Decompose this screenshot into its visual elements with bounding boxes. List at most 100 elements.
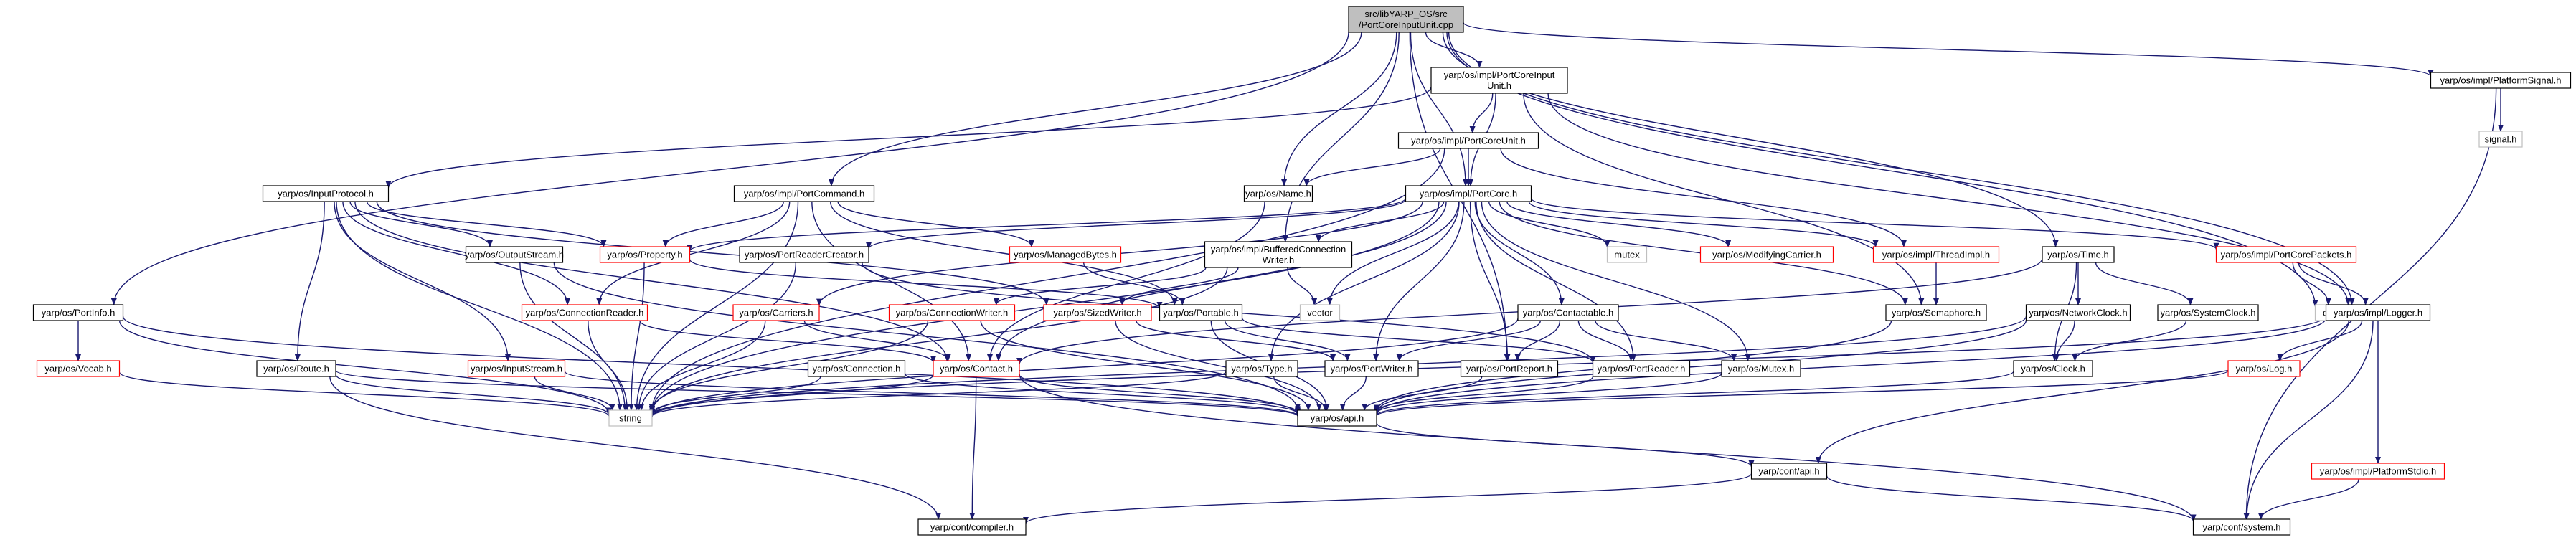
edge-pcmd-to-property [662, 201, 784, 247]
edge-pcin-to-logger [1547, 93, 2351, 305]
node-box-connection [807, 360, 906, 377]
node-box-api [1297, 409, 1377, 427]
node-box-clock [2013, 360, 2093, 377]
node-pcpackets[interactable]: yarp/os/impl/PortCorePackets.h [2215, 246, 2357, 263]
node-box-confapi [1750, 463, 1828, 480]
node-box-contact [933, 360, 1020, 377]
node-inproto[interactable]: yarp/os/InputProtocol.h [262, 185, 390, 202]
edge-inproto-to-contact [354, 201, 950, 361]
node-portable[interactable]: yarp/os/Portable.h [1159, 304, 1243, 321]
node-label-contact: yarp/os/Contact.h [940, 364, 1013, 374]
node-name[interactable]: yarp/os/Name.h [1243, 185, 1313, 202]
edge-connwriter-to-api [980, 320, 1311, 411]
node-contactable[interactable]: yarp/os/Contactable.h [1517, 304, 1619, 321]
edge-inproto-to-route [294, 201, 325, 361]
edge-root-to-name [1281, 32, 1397, 186]
node-logger[interactable]: yarp/os/impl/Logger.h [2325, 304, 2431, 321]
edge-logger-to-confapi [1815, 320, 2349, 464]
edge-confapi-to-system [1826, 475, 2197, 522]
node-vocab[interactable]: yarp/os/Vocab.h [36, 360, 121, 377]
edge-instream-to-string [534, 376, 615, 411]
edge-contactable-to-string [649, 318, 1519, 417]
edge-inproto-to-sizedwriter [376, 201, 1049, 305]
edge-pcore-to-mutexh [1481, 201, 1751, 361]
node-label-connection: yarp/os/Connection.h [813, 364, 901, 374]
node-label-threadimpl: yarp/os/impl/ThreadImpl.h [1882, 250, 1990, 260]
node-modcarrier[interactable]: yarp/os/ModifyingCarrier.h [1699, 246, 1834, 263]
node-box-connreader [521, 304, 648, 321]
edge-connreader-to-contact [639, 320, 936, 364]
node-portreport[interactable]: yarp/os/PortReport.h [1460, 360, 1559, 377]
node-label-property: yarp/os/Property.h [607, 250, 682, 260]
node-log[interactable]: yarp/os/Log.h [2227, 360, 2301, 377]
edge-pcunit-to-string [649, 148, 1445, 412]
node-vector: vector [1299, 304, 1341, 321]
node-box-sysclock [2157, 304, 2259, 321]
edge-pcore-to-portwriter [1373, 201, 1465, 361]
node-type[interactable]: yarp/os/Type.h [1225, 360, 1298, 377]
node-prc[interactable]: yarp/os/PortReaderCreator.h [739, 246, 869, 263]
node-connection[interactable]: yarp/os/Connection.h [807, 360, 906, 377]
node-box-instream [467, 360, 566, 377]
nodes-layer: src/libYARP_OS/src/PortCoreInputUnit.cpp… [32, 6, 2572, 536]
node-carriers[interactable]: yarp/os/Carriers.h [732, 304, 820, 321]
node-box-portreport [1460, 360, 1559, 377]
node-label-pcunit: yarp/os/impl/PortCoreUnit.h [1411, 136, 1526, 146]
node-threadimpl[interactable]: yarp/os/impl/ThreadImpl.h [1872, 246, 2000, 263]
edge-root-to-pcore [1410, 32, 1469, 186]
edge-pcore-to-bcw [1316, 201, 1445, 242]
node-label-string: string [619, 413, 642, 424]
node-label-route: yarp/os/Route.h [263, 364, 329, 374]
node-pcunit[interactable]: yarp/os/impl/PortCoreUnit.h [1397, 132, 1539, 149]
node-portwriter[interactable]: yarp/os/PortWriter.h [1324, 360, 1419, 377]
node-root[interactable]: src/libYARP_OS/src/PortCoreInputUnit.cpp [1348, 6, 1464, 33]
node-sizedwriter[interactable]: yarp/os/SizedWriter.h [1043, 304, 1152, 321]
node-box-connwriter [888, 304, 1016, 321]
node-label-root-line2: /PortCoreInputUnit.cpp [1359, 19, 1453, 30]
edge-bcw-to-sizedwriter [1119, 267, 1239, 305]
node-portinfo[interactable]: yarp/os/PortInfo.h [32, 304, 124, 321]
node-api[interactable]: yarp/os/api.h [1297, 409, 1377, 427]
node-semaphore[interactable]: yarp/os/Semaphore.h [1885, 304, 1987, 321]
node-connreader[interactable]: yarp/os/ConnectionReader.h [521, 304, 648, 321]
node-system[interactable]: yarp/conf/system.h [2192, 518, 2291, 536]
node-mutexh[interactable]: yarp/os/Mutex.h [1721, 360, 1801, 377]
edge-bcw-to-connwriter [993, 267, 1207, 305]
node-label-outstream: yarp/os/OutputStream.h [465, 250, 564, 260]
edge-pcore-to-portreport [1469, 201, 1511, 361]
edge-logger-to-system [2244, 320, 2374, 520]
node-connwriter[interactable]: yarp/os/ConnectionWriter.h [888, 304, 1016, 321]
node-pstdio[interactable]: yarp/os/impl/PlatformStdio.h [2311, 463, 2445, 480]
node-label-inproto: yarp/os/InputProtocol.h [278, 189, 374, 199]
node-time[interactable]: yarp/os/Time.h [2042, 246, 2115, 263]
node-psig[interactable]: yarp/os/impl/PlatformSignal.h [2430, 72, 2572, 89]
node-label-pstdio: yarp/os/impl/PlatformStdio.h [2320, 466, 2437, 477]
node-box-carriers [732, 304, 820, 321]
node-pcore[interactable]: yarp/os/impl/PortCore.h [1405, 185, 1532, 202]
node-box-portreader [1592, 360, 1691, 377]
node-pcmd[interactable]: yarp/os/impl/PortCommand.h [733, 185, 875, 202]
node-contact[interactable]: yarp/os/Contact.h [933, 360, 1020, 377]
node-netclock[interactable]: yarp/os/NetworkClock.h [2025, 304, 2131, 321]
node-instream[interactable]: yarp/os/InputStream.h [467, 360, 566, 377]
node-pcin[interactable]: yarp/os/impl/PortCoreInputUnit.h [1430, 67, 1568, 94]
node-label-portwriter: yarp/os/PortWriter.h [1331, 364, 1413, 374]
node-sysclock[interactable]: yarp/os/SystemClock.h [2157, 304, 2259, 321]
edge-type-to-api [1273, 376, 1329, 411]
node-box-pcpackets [2215, 246, 2357, 263]
node-compiler[interactable]: yarp/conf/compiler.h [917, 518, 1027, 536]
edge-pcmd-to-connreader [596, 201, 791, 305]
edge-pcore-to-contact [995, 201, 1447, 361]
node-confapi[interactable]: yarp/conf/api.h [1750, 463, 1828, 480]
node-label-instream: yarp/os/InputStream.h [471, 364, 562, 374]
node-route[interactable]: yarp/os/Route.h [256, 360, 336, 377]
node-clock[interactable]: yarp/os/Clock.h [2013, 360, 2093, 377]
node-box-signal [2478, 131, 2523, 148]
node-property[interactable]: yarp/os/Property.h [599, 246, 691, 263]
node-portreader[interactable]: yarp/os/PortReader.h [1592, 360, 1691, 377]
node-managed[interactable]: yarp/os/ManagedBytes.h [1009, 246, 1122, 263]
edge-pcmd-to-portable [829, 201, 1178, 305]
node-outstream[interactable]: yarp/os/OutputStream.h [465, 246, 564, 263]
